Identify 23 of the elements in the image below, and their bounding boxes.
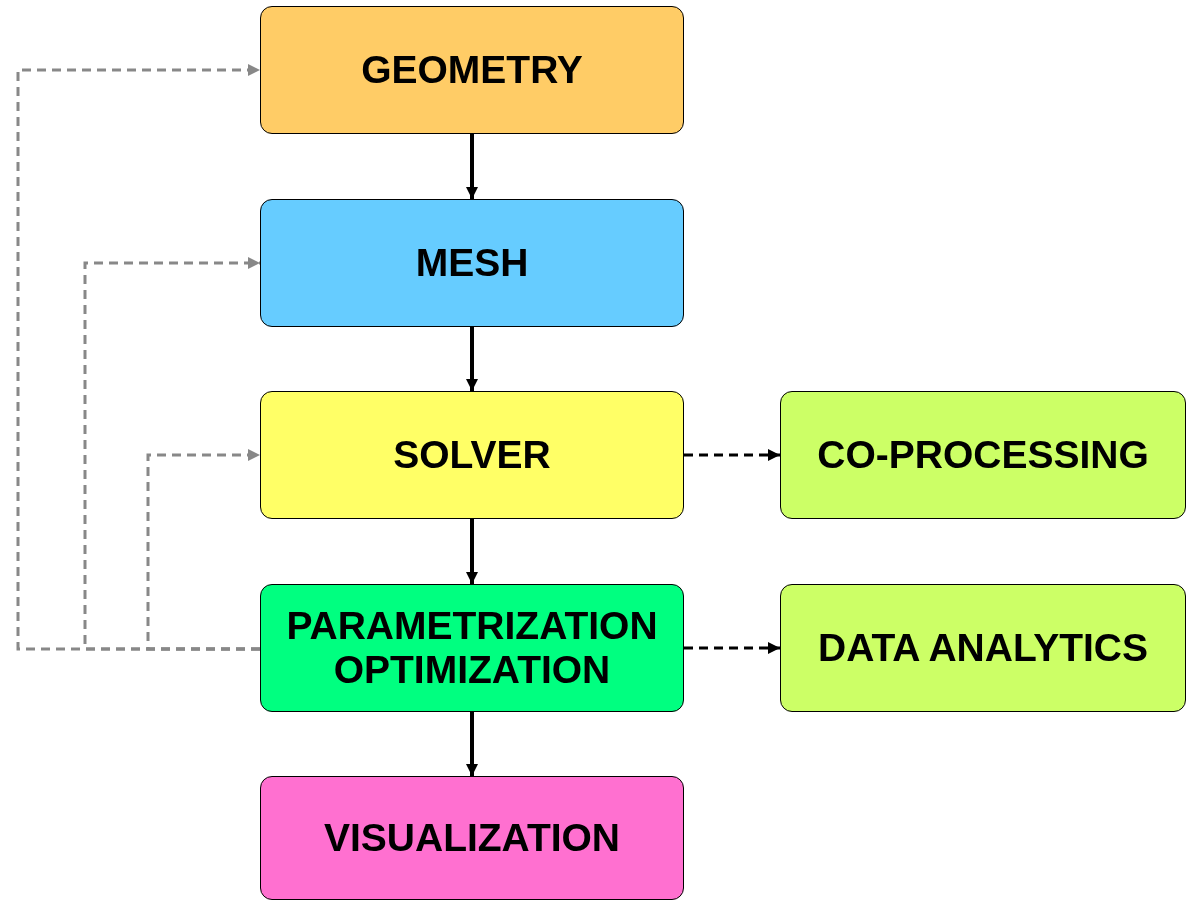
- dashed-arrow: [83, 257, 260, 651]
- box-label: GEOMETRY: [361, 48, 583, 92]
- arrow: [466, 134, 478, 199]
- arrow: [466, 519, 478, 584]
- arrow: [466, 712, 478, 776]
- dashed-arrow: [16, 64, 260, 651]
- box-label: PARAMETRIZATION OPTIMIZATION: [285, 604, 659, 692]
- box-label: CO-PROCESSING: [817, 433, 1149, 477]
- box-label: MESH: [415, 241, 529, 285]
- dashed-arrow: [684, 642, 780, 654]
- dashed-arrow: [146, 449, 260, 651]
- process-box: [260, 776, 684, 900]
- box-label: VISUALIZATION: [323, 816, 621, 860]
- dashed-arrow: [684, 449, 780, 461]
- process-box: [260, 584, 684, 712]
- box-label: SOLVER: [393, 433, 551, 477]
- process-box: [780, 391, 1186, 519]
- process-box: [260, 391, 684, 519]
- process-box: [260, 199, 684, 327]
- process-box: [260, 6, 684, 134]
- arrow: [466, 327, 478, 391]
- process-box: [780, 584, 1186, 712]
- box-label: DATA ANALYTICS: [817, 626, 1149, 670]
